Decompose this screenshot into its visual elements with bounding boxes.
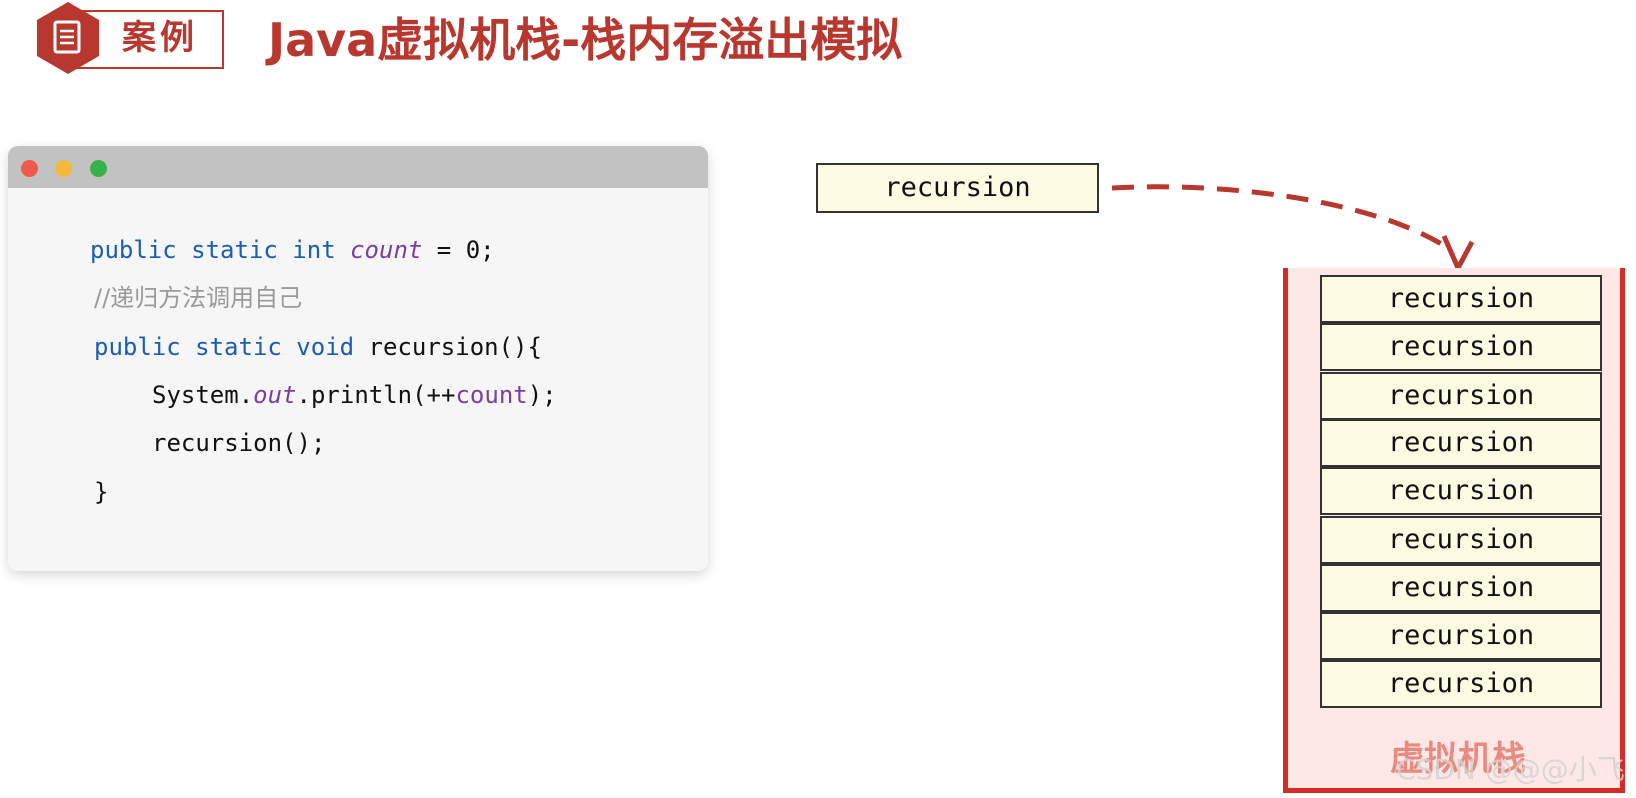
code-line-1: public static int count = 0; (90, 232, 495, 268)
stack-frame: recursion (1320, 612, 1602, 660)
close-dot-icon (21, 160, 38, 177)
code-field: count (350, 236, 423, 264)
code-text: System. (152, 381, 254, 409)
stack-frame: recursion (1320, 372, 1602, 420)
code-text: .println(++ (296, 381, 456, 409)
watermark: CSDN @@@小飞 (1396, 753, 1625, 786)
code-line-4: System.out.println(++count); (152, 377, 557, 413)
window-titlebar (8, 146, 708, 188)
incoming-stack-frame: recursion (816, 163, 1099, 213)
minimize-dot-icon (55, 160, 72, 177)
code-block: public static int count = 0; //递归方法调用自己 … (90, 232, 557, 506)
document-icon (37, 2, 99, 74)
code-text: ); (527, 381, 557, 409)
stack-frame: recursion (1320, 323, 1602, 371)
stack-frame: recursion (1320, 516, 1602, 564)
push-arrow-icon (1111, 184, 1475, 274)
code-line-3: public static void recursion(){ (94, 329, 542, 365)
code-keyword: public static void (94, 333, 369, 361)
code-text: recursion(){ (368, 333, 542, 361)
code-field: out (253, 381, 297, 409)
stack-frame: recursion (1320, 275, 1602, 323)
code-text: = 0; (422, 236, 495, 264)
code-line-5: recursion(); (152, 429, 326, 457)
code-var: count (455, 381, 528, 409)
code-line-2: //递归方法调用自己 (94, 284, 303, 312)
code-line-6: } (94, 478, 109, 506)
code-keyword: public static int (90, 236, 351, 264)
stack-label: 虚拟机栈 (1390, 739, 1526, 779)
stack-frame: recursion (1320, 564, 1602, 612)
code-window: public static int count = 0; //递归方法调用自己 … (8, 146, 708, 571)
stack-frame: recursion (1320, 660, 1602, 708)
stack-frame: recursion (1320, 419, 1602, 467)
case-badge-label: 案例 (122, 18, 198, 58)
page-title: Java虚拟机栈-栈内存溢出模拟 (268, 13, 903, 67)
stack-frame: recursion (1320, 467, 1602, 515)
maximize-dot-icon (90, 160, 107, 177)
